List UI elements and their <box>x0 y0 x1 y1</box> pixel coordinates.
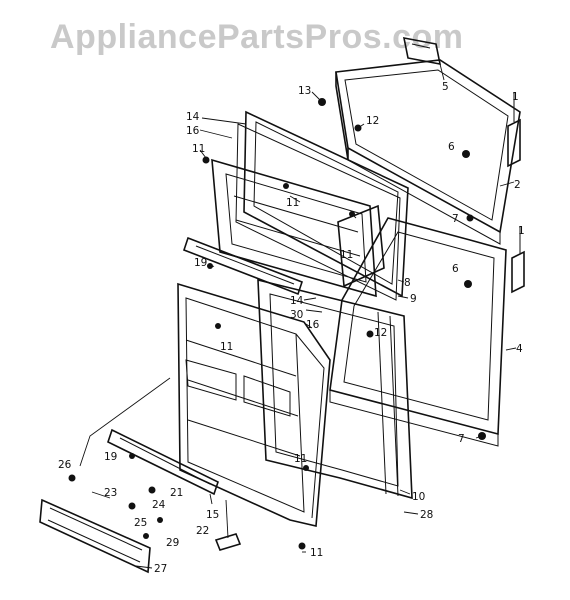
callout-23: 23 <box>104 487 117 499</box>
callout-10: 10 <box>412 491 425 503</box>
callout-14: 14 <box>290 295 304 307</box>
callout-8: 8 <box>404 277 411 289</box>
callout-28: 28 <box>420 509 433 521</box>
lower-hinge-pin <box>511 226 525 294</box>
bracket-part-22 <box>214 533 242 551</box>
callout-19: 19 <box>194 257 207 269</box>
upper-hinge-pin <box>507 92 521 168</box>
freezer-door-panel <box>335 59 521 245</box>
fresh-food-gasket <box>257 278 413 500</box>
callout-30: 30 <box>290 309 303 321</box>
callout-15: 15 <box>206 509 219 521</box>
callout-19: 19 <box>104 451 117 463</box>
callout-24: 24 <box>152 499 166 511</box>
callout-9: 9 <box>410 293 417 305</box>
fasteners <box>68 98 486 550</box>
lower-shelf-bar <box>107 428 219 496</box>
callout-26: 26 <box>58 459 72 471</box>
freezer-door-liner <box>211 158 385 298</box>
callout-12: 12 <box>366 115 379 127</box>
callout-11: 11 <box>310 547 323 559</box>
callout-7: 7 <box>458 433 465 445</box>
callout-12: 12 <box>374 327 387 339</box>
callout-16: 16 <box>306 319 320 331</box>
fresh-food-door-liner <box>177 282 331 527</box>
callout-11: 11 <box>192 143 205 155</box>
callout-11: 11 <box>220 341 233 353</box>
handle-trim <box>39 498 151 574</box>
callout-11: 11 <box>340 249 353 261</box>
callout-labels: 1 1 2 4 5 6 6 7 7 8 9 10 11 11 11 11 11 … <box>58 81 525 575</box>
callout-21: 21 <box>170 487 183 499</box>
callout-1: 1 <box>512 91 519 103</box>
callout-27: 27 <box>154 563 167 575</box>
leader-lines <box>79 63 517 569</box>
callout-13: 13 <box>298 85 311 97</box>
freezer-gasket <box>235 110 409 301</box>
callout-2: 2 <box>514 179 521 191</box>
watermark: AppliancePartsPros.com <box>50 18 464 56</box>
fresh-food-door-panel <box>329 217 507 447</box>
callout-25: 25 <box>134 517 147 529</box>
callout-7: 7 <box>452 213 459 225</box>
callout-16: 16 <box>186 125 200 137</box>
upper-shelf-bar <box>182 236 304 296</box>
callout-14: 14 <box>186 111 200 123</box>
callout-29: 29 <box>166 537 179 549</box>
callout-22: 22 <box>196 525 209 537</box>
callout-4: 4 <box>516 343 523 355</box>
callout-6: 6 <box>448 141 455 153</box>
callout-11: 11 <box>286 197 299 209</box>
callout-5: 5 <box>442 81 449 93</box>
callout-11: 11 <box>294 453 307 465</box>
callout-1: 1 <box>518 225 525 237</box>
callout-6: 6 <box>452 263 459 275</box>
